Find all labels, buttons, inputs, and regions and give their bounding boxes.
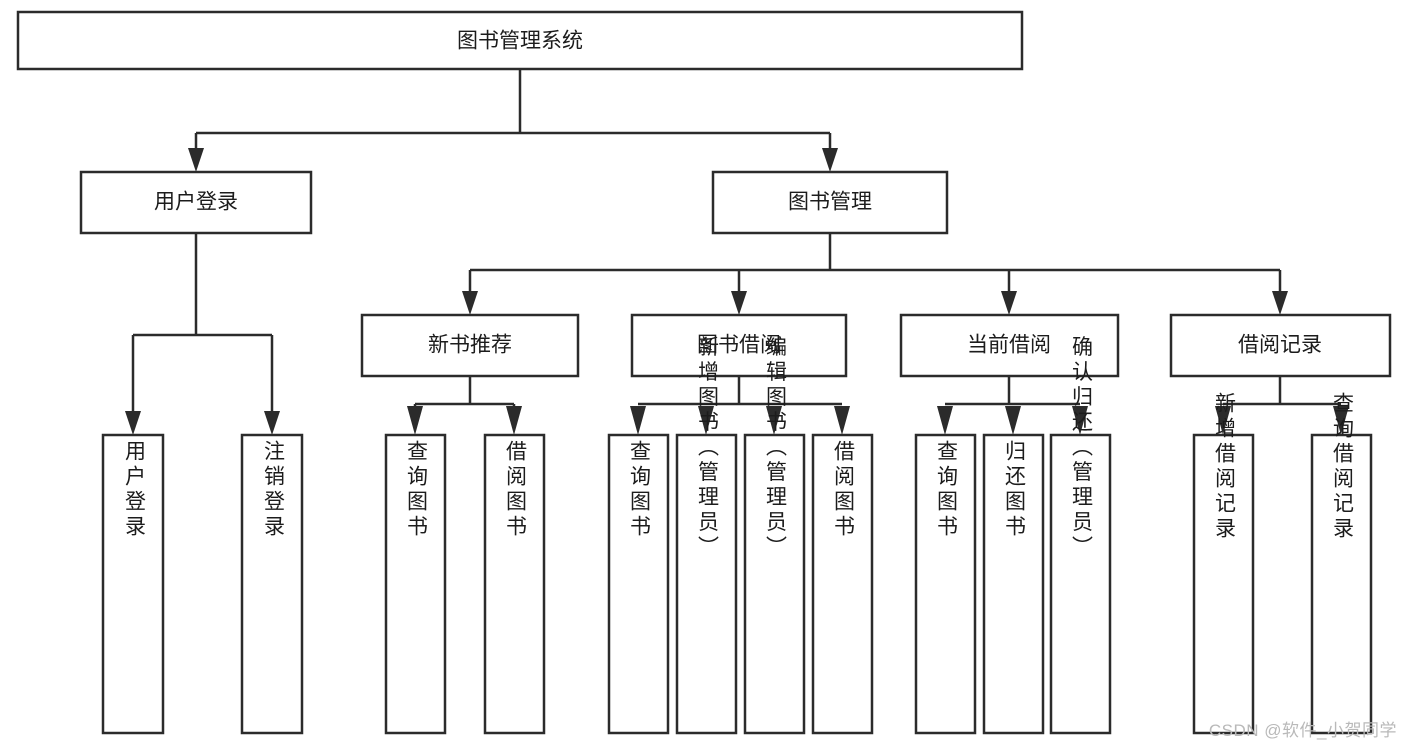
node-borrow-record-label: 借阅记录 [1238,334,1322,357]
node-leaf-query-book-1[interactable]: 查询图书 [384,433,447,735]
arrow-to-leaf-user-logout [264,411,280,435]
node-new-book-recommend[interactable]: 新书推荐 [360,313,580,378]
node-leaf-add-record-label: 新增借阅记录 [1212,392,1236,542]
node-user-login-box[interactable] [79,170,313,235]
node-leaf-query-book-2-label: 查询图书 [627,440,651,540]
arrow-to-leaf-query-book-2 [630,406,646,435]
node-leaf-query-book-2-box[interactable] [607,433,670,735]
node-leaf-query-book-1-box[interactable] [384,433,447,735]
node-leaf-borrow-book-2[interactable]: 借阅图书 [811,433,874,735]
node-leaf-borrow-book-1[interactable]: 借阅图书 [483,433,546,735]
node-current-borrow-label: 当前借阅 [967,334,1051,357]
node-leaf-query-book-2[interactable]: 查询图书 [607,433,670,735]
node-leaf-confirm-return-label: 确认归还（管理员） [1069,336,1093,561]
node-leaf-query-record-box[interactable] [1310,433,1373,735]
node-leaf-return-book-box[interactable] [982,433,1045,735]
arrow-to-current-borrow [1001,291,1017,315]
node-leaf-add-book-label: 新增图书（管理员） [695,336,719,561]
node-root-box[interactable] [16,10,1024,71]
node-leaf-user-logout-label: 注销登录 [261,440,285,540]
node-leaf-query-book-3[interactable]: 查询图书 [914,433,977,735]
node-leaf-borrow-book-2-label: 借阅图书 [831,440,855,540]
arrow-to-new-book-recommend [462,291,478,315]
node-new-book-recommend-box[interactable] [360,313,580,378]
node-leaf-borrow-book-1-label: 借阅图书 [503,440,527,540]
node-leaf-edit-book-label: 编辑图书（管理员） [763,336,787,561]
node-leaf-query-record[interactable]: 查询借阅记录 [1310,392,1373,735]
node-leaf-user-logout[interactable]: 注销登录 [240,433,304,735]
arrow-root-to-user-login [188,148,204,172]
arrow-to-borrow-record [1272,291,1288,315]
node-book-management[interactable]: 图书管理 [711,170,949,235]
node-leaf-edit-book[interactable]: 编辑图书（管理员） [743,336,806,735]
arrow-to-leaf-query-book-3 [937,406,953,435]
node-book-borrow-label: 图书借阅 [697,334,781,357]
arrow-to-leaf-borrow-book-1 [506,406,522,435]
node-book-management-label: 图书管理 [788,191,872,214]
node-leaf-user-logout-box[interactable] [240,433,304,735]
node-leaf-add-record-box[interactable] [1192,433,1255,735]
arrow-to-leaf-return-book [1005,406,1021,435]
node-current-borrow-box[interactable] [899,313,1120,378]
node-user-login[interactable]: 用户登录 [79,170,313,235]
node-leaf-query-book-3-box[interactable] [914,433,977,735]
node-leaf-query-record-label: 查询借阅记录 [1330,392,1354,542]
node-leaf-confirm-return[interactable]: 确认归还（管理员） [1049,336,1112,735]
node-leaf-query-book-1-label: 查询图书 [404,440,428,540]
arrow-to-leaf-query-record [1333,406,1349,435]
node-leaf-add-book-box[interactable] [675,433,738,735]
arrow-to-leaf-edit-book [766,406,782,435]
arrow-to-leaf-confirm-return [1072,406,1088,435]
node-leaf-borrow-book-2-box[interactable] [811,433,874,735]
node-book-borrow-box[interactable] [630,313,848,378]
node-book-borrow[interactable]: 图书借阅 [630,313,848,378]
node-leaf-query-book-3-label: 查询图书 [934,440,958,540]
node-leaf-user-login[interactable]: 用户登录 [101,433,165,735]
node-user-login-label: 用户登录 [154,191,238,214]
node-leaf-user-login-label: 用户登录 [122,440,146,540]
arrow-root-to-book-management [822,148,838,172]
connector-layer [125,69,1349,435]
node-leaf-return-book-label: 归还图书 [1002,440,1026,540]
node-leaf-return-book[interactable]: 归还图书 [982,433,1045,735]
node-borrow-record-box[interactable] [1169,313,1392,378]
node-current-borrow[interactable]: 当前借阅 [899,313,1120,378]
arrow-to-leaf-add-record [1215,406,1231,435]
arrow-to-leaf-add-book [698,406,714,435]
node-leaf-user-login-box[interactable] [101,433,165,735]
node-new-book-recommend-label: 新书推荐 [428,334,512,357]
node-leaf-confirm-return-box[interactable] [1049,433,1112,735]
arrow-to-leaf-query-book-1 [407,406,423,435]
arrow-to-leaf-user-login [125,411,141,435]
arrow-to-book-borrow [731,291,747,315]
node-book-management-box[interactable] [711,170,949,235]
node-leaf-borrow-book-1-box[interactable] [483,433,546,735]
node-leaf-edit-book-box[interactable] [743,433,806,735]
node-borrow-record[interactable]: 借阅记录 [1169,313,1392,378]
node-leaf-add-book[interactable]: 新增图书（管理员） [675,336,738,735]
node-root-label: 图书管理系统 [457,30,583,53]
arrow-to-leaf-borrow-book-2 [834,406,850,435]
node-root[interactable]: 图书管理系统 [16,10,1024,71]
node-leaf-add-record[interactable]: 新增借阅记录 [1192,392,1255,735]
